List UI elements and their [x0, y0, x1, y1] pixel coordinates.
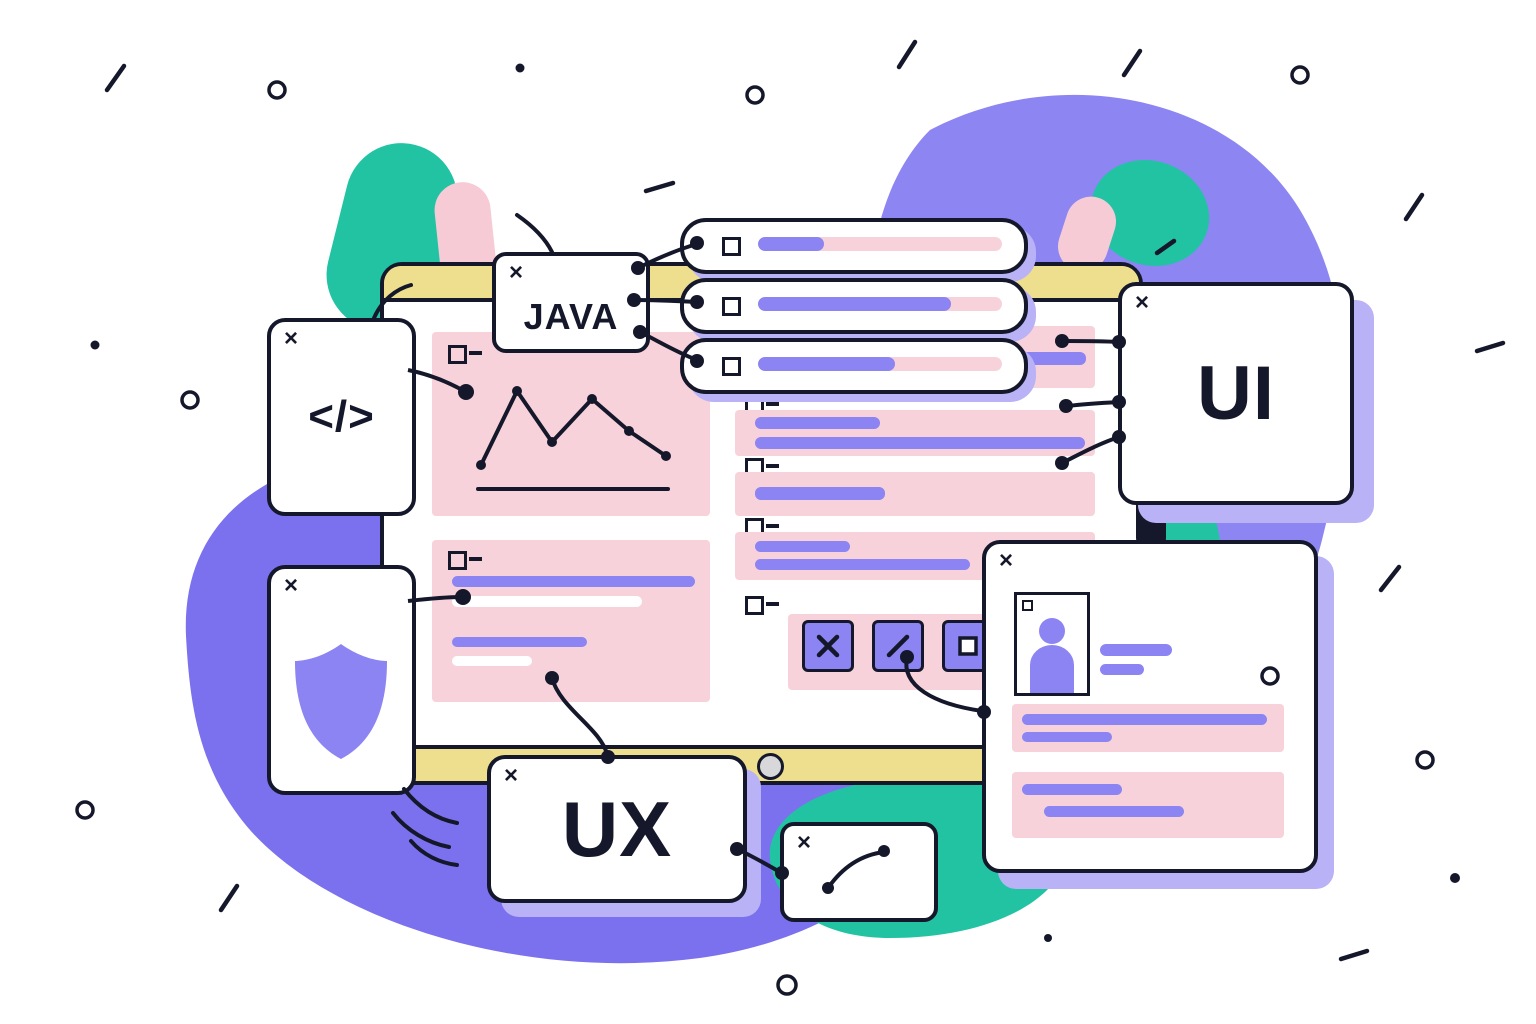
decor-slash: [643, 180, 676, 194]
close-icon[interactable]: ×: [504, 762, 519, 789]
home-button[interactable]: [756, 753, 784, 780]
profile-strip: [1012, 772, 1284, 838]
close-icon[interactable]: ×: [509, 259, 524, 286]
text-bar-white: [452, 656, 532, 666]
delete-tool-button[interactable]: [802, 620, 854, 672]
shield-icon: [295, 644, 387, 759]
decor-ring: [75, 800, 95, 820]
decor-ring: [776, 974, 798, 996]
content-card-text: [432, 540, 710, 702]
decor-dot: [1044, 934, 1052, 942]
address-bar-pill[interactable]: [680, 218, 1028, 274]
decor-slash: [1154, 238, 1177, 256]
text-bar-purple: [755, 487, 885, 500]
decor-slash: [1338, 948, 1370, 962]
profile-photo-frame: [1014, 592, 1090, 696]
text-bar-purple: [1044, 806, 1184, 817]
text-bar-purple: [755, 559, 970, 570]
decor-dot: [90, 340, 100, 350]
profile-strip: [1012, 704, 1284, 752]
decor-slash: [1121, 48, 1143, 78]
java-label: JAVA: [523, 295, 619, 337]
progress-fill: [758, 237, 824, 251]
text-bar-purple: [1020, 352, 1086, 365]
minimize-icon: [766, 402, 779, 406]
ux-tag-card: × UX: [487, 755, 747, 903]
minimize-icon: [766, 524, 779, 528]
progress-fill: [758, 297, 951, 311]
profile-card: ×: [982, 540, 1318, 873]
decor-slash: [104, 63, 127, 93]
ui-label: UI: [1197, 351, 1275, 436]
text-bar-purple: [1022, 714, 1267, 725]
text-bar-purple: [452, 637, 587, 647]
decor-slash: [896, 39, 918, 70]
close-icon[interactable]: ×: [284, 572, 299, 599]
ui-tag-card: × UI: [1118, 282, 1354, 505]
mini-connector-card: ×: [780, 822, 938, 922]
window-icon: [745, 596, 764, 615]
square-tool-icon: [958, 636, 978, 656]
minimize-icon: [766, 602, 779, 606]
crop-mark-icon: [1022, 600, 1033, 611]
security-tag-card: ×: [267, 565, 416, 795]
minimize-icon: [766, 464, 779, 468]
window-icon: [448, 345, 467, 364]
text-bar-purple: [452, 576, 695, 587]
close-icon[interactable]: ×: [284, 325, 299, 352]
decor-ring: [180, 390, 200, 410]
x-tool-icon: [816, 634, 840, 658]
close-icon[interactable]: ×: [1135, 289, 1150, 316]
address-bar-pill[interactable]: [680, 278, 1028, 334]
tab-icon: [722, 237, 741, 256]
close-icon[interactable]: ×: [999, 547, 1014, 574]
decor-ring: [267, 80, 287, 100]
decor-slash: [1403, 192, 1425, 222]
text-bar-white: [452, 596, 642, 607]
progress-fill: [758, 357, 895, 371]
code-tag-card: × </>: [267, 318, 416, 516]
decor-slash: [218, 883, 240, 913]
decor-dot: [1450, 873, 1460, 883]
decor-ring: [1415, 750, 1435, 770]
pencil-icon: [886, 634, 910, 658]
close-icon[interactable]: ×: [797, 829, 812, 856]
decor-slash: [1378, 564, 1402, 593]
text-bar-purple: [755, 417, 880, 429]
teal-blob-top-right: [1090, 160, 1210, 266]
ux-label: UX: [561, 784, 673, 873]
code-label: </>: [308, 392, 375, 441]
pink-capsule-top-right: [1057, 196, 1117, 272]
progress-track: [758, 237, 1002, 251]
profile-name-bar: [1100, 644, 1172, 656]
decor-dot: [515, 63, 525, 73]
java-tag-card: × JAVA: [492, 252, 650, 353]
progress-track: [758, 297, 1002, 311]
progress-track: [758, 357, 1002, 371]
minimize-icon: [469, 557, 482, 561]
tab-icon: [722, 357, 741, 376]
decor-ring: [745, 85, 765, 105]
text-bar-purple: [1022, 732, 1112, 742]
decor-ring: [1260, 666, 1280, 686]
text-bar-purple: [755, 437, 1085, 449]
decor-slash: [1474, 340, 1506, 354]
profile-subtitle-bar: [1100, 664, 1144, 675]
text-bar-purple: [1022, 784, 1122, 795]
minimize-icon: [469, 351, 482, 355]
text-bar-purple: [755, 541, 850, 552]
edit-tool-button[interactable]: [872, 620, 924, 672]
decor-ring: [1290, 65, 1310, 85]
user-avatar-icon: [1030, 618, 1074, 693]
window-icon: [448, 551, 467, 570]
address-bar-pill[interactable]: [680, 338, 1028, 394]
tab-icon: [722, 297, 741, 316]
